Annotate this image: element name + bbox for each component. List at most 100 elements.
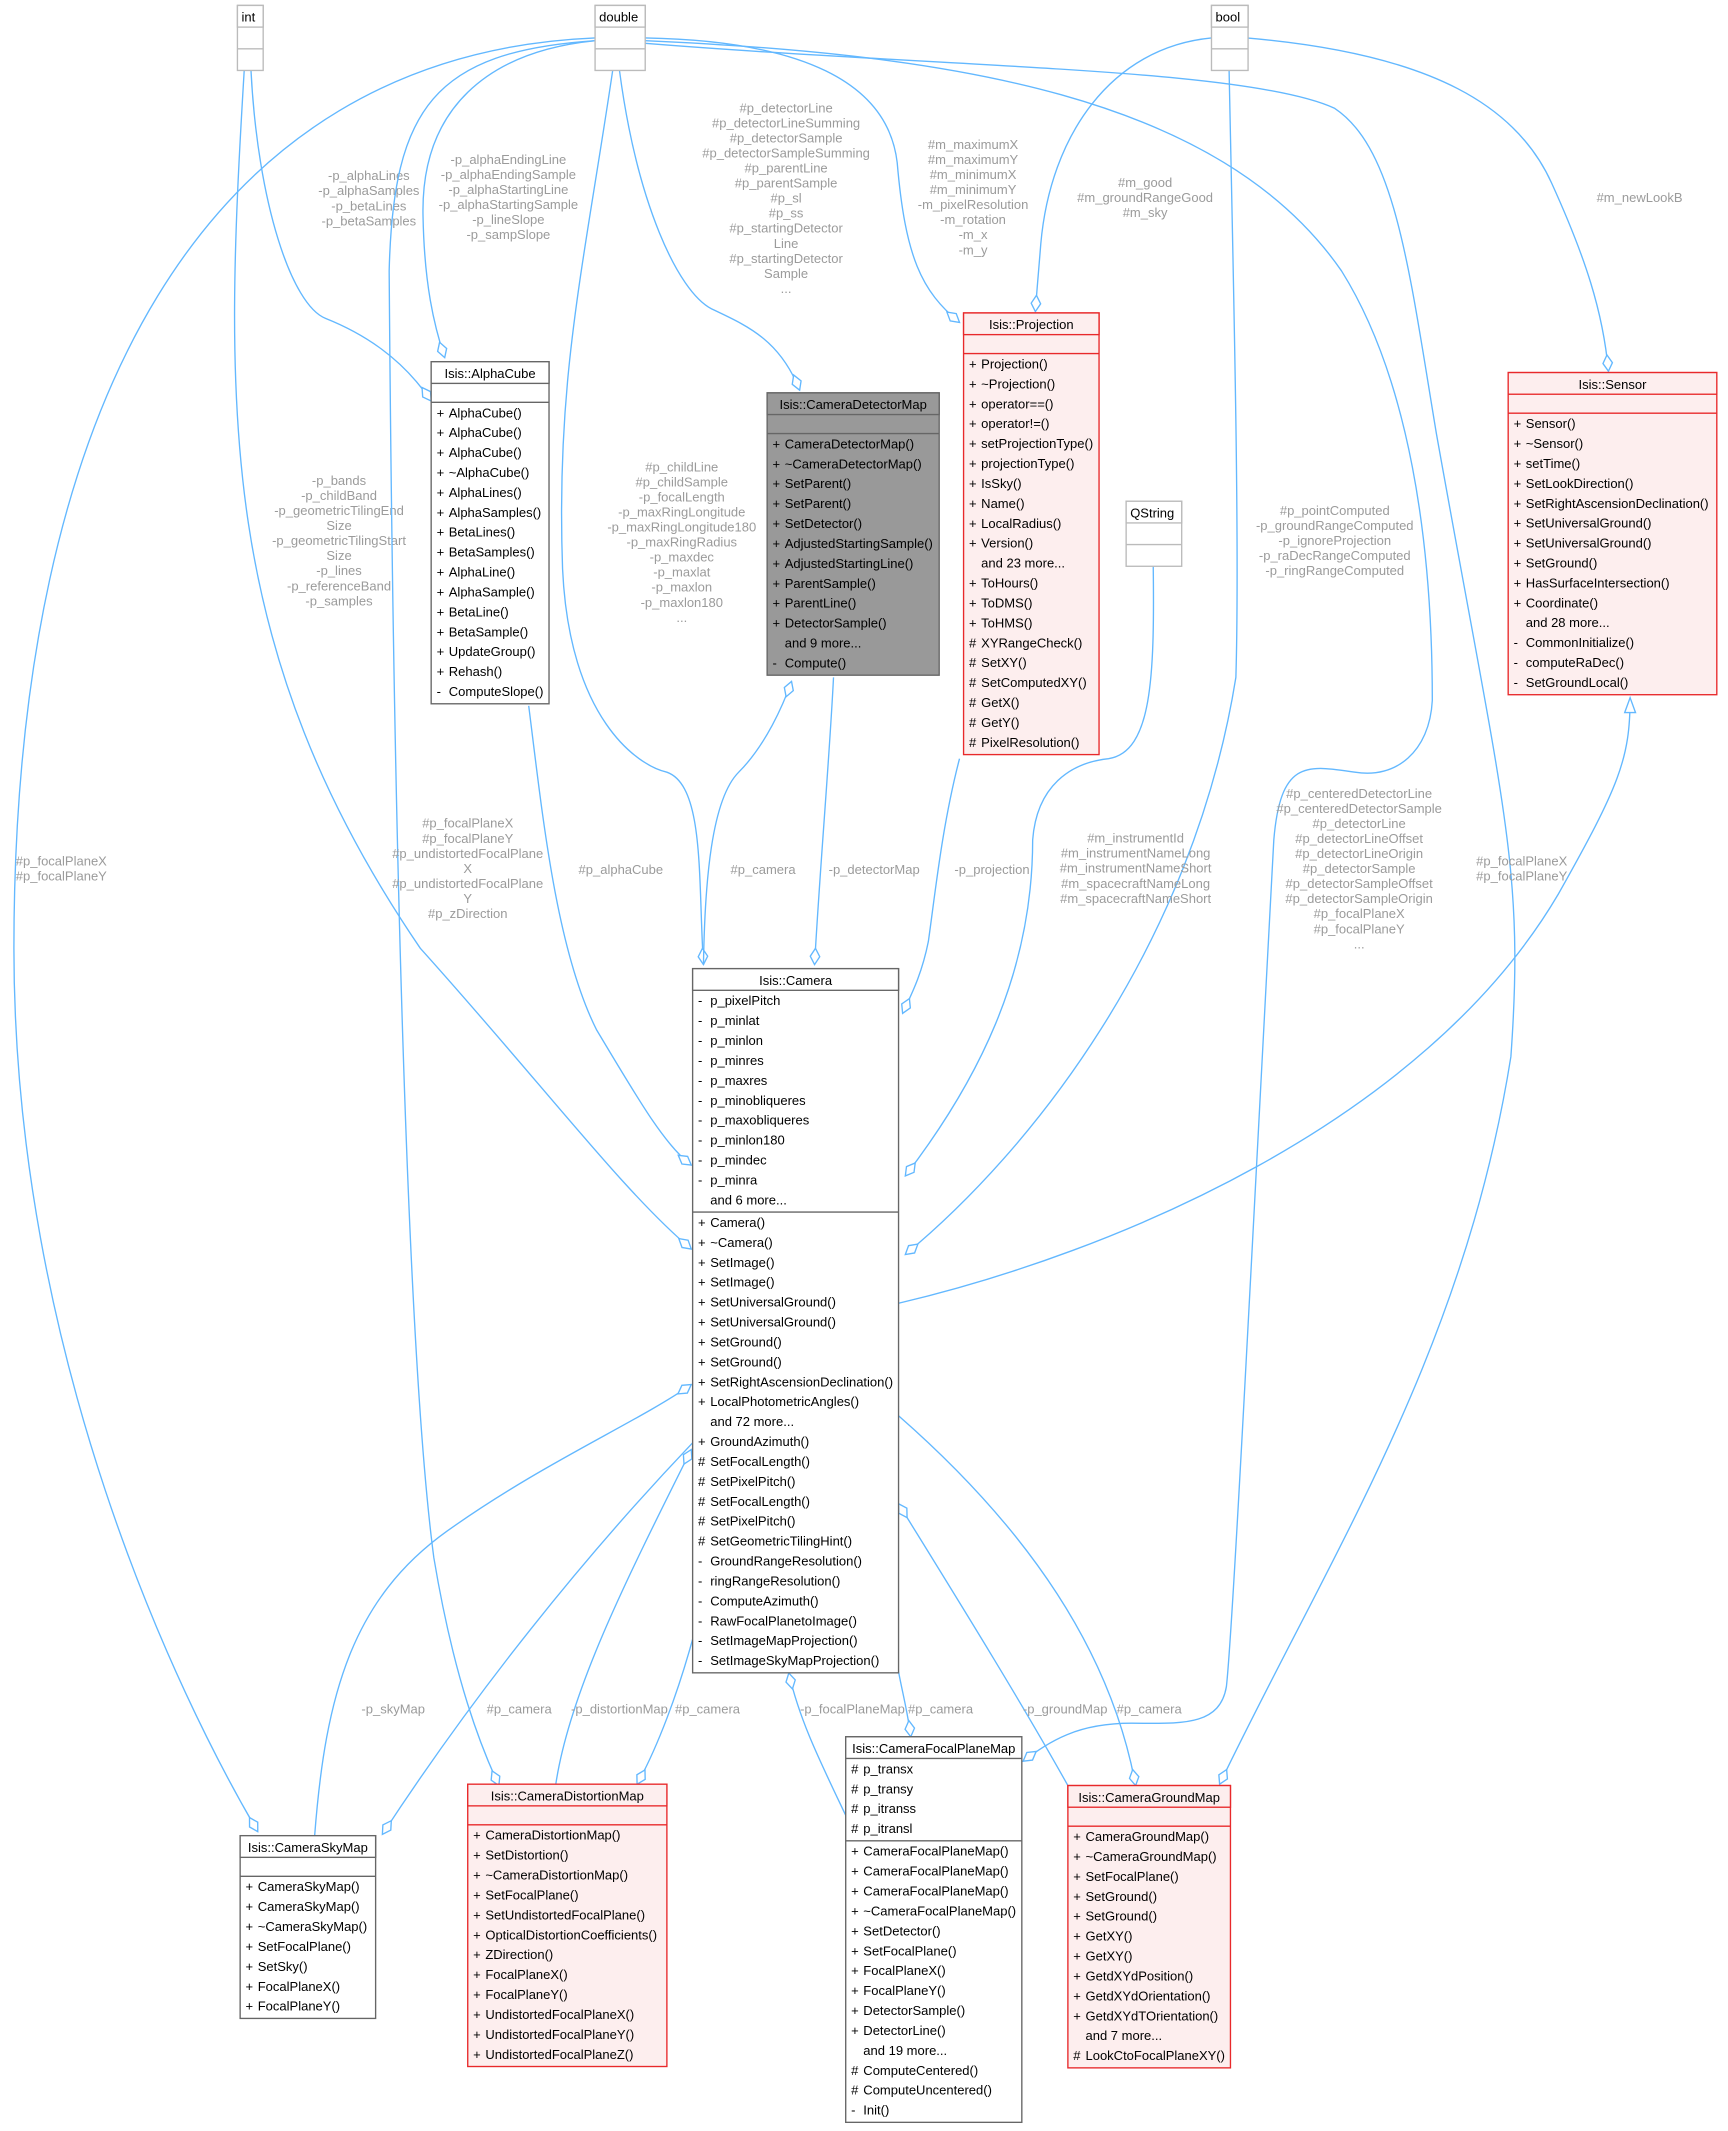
class-method[interactable]: ~CameraDetectorMap(): [785, 456, 922, 471]
class-method[interactable]: SetUniversalGround(): [710, 1295, 836, 1310]
class-method[interactable]: BetaLines(): [449, 525, 515, 540]
class-method[interactable]: ~AlphaCube(): [449, 465, 530, 480]
class-method[interactable]: AdjustedStartingSample(): [785, 536, 933, 551]
class-attribute[interactable]: p_minobliqueres: [710, 1093, 806, 1108]
class-method[interactable]: Coordinate(): [1526, 595, 1598, 610]
class-method[interactable]: Sensor(): [1526, 416, 1576, 431]
class-method[interactable]: GetdXYdTOrientation(): [1085, 2008, 1218, 2023]
class-method[interactable]: SetLookDirection(): [1526, 476, 1634, 491]
class-method[interactable]: SetSky(): [258, 1959, 308, 1974]
class-method[interactable]: CameraFocalPlaneMap(): [863, 1884, 1008, 1899]
class-attribute[interactable]: p_maxres: [710, 1073, 768, 1088]
class-method[interactable]: RawFocalPlanetoImage(): [710, 1613, 857, 1628]
class-method[interactable]: LocalPhotometricAngles(): [710, 1394, 859, 1409]
class-method[interactable]: LookCtoFocalPlaneXY(): [1085, 2048, 1224, 2063]
class-method[interactable]: CameraGroundMap(): [1085, 1829, 1209, 1844]
class-cameraskymap[interactable]: Isis::CameraSkyMap+CameraSkyMap()+Camera…: [239, 1834, 377, 2020]
class-int[interactable]: int: [236, 4, 264, 72]
class-method[interactable]: AdjustedStartingLine(): [785, 556, 914, 571]
class-method[interactable]: SetPixelPitch(): [710, 1474, 795, 1489]
class-method[interactable]: ~CameraDistortionMap(): [485, 1868, 628, 1883]
class-qstring[interactable]: QString: [1125, 500, 1183, 567]
class-method[interactable]: SetFocalPlane(): [258, 1939, 351, 1954]
class-method[interactable]: SetDetector(): [863, 1923, 940, 1938]
class-method[interactable]: SetGround(): [710, 1334, 782, 1349]
class-method[interactable]: SetImage(): [710, 1275, 774, 1290]
class-method[interactable]: SetUniversalGround(): [710, 1315, 836, 1330]
class-method[interactable]: SetFocalLength(): [710, 1454, 810, 1469]
class-cameradistortionmap[interactable]: Isis::CameraDistortionMap+CameraDistorti…: [467, 1783, 668, 2068]
class-method[interactable]: and 7 more...: [1085, 2028, 1162, 2043]
class-method[interactable]: ToDMS(): [981, 595, 1032, 610]
class-method[interactable]: FocalPlaneY(): [258, 1999, 340, 2014]
class-cameragroundmap[interactable]: Isis::CameraGroundMap+CameraGroundMap()+…: [1067, 1784, 1232, 2069]
class-method[interactable]: AlphaCube(): [449, 405, 522, 420]
class-method[interactable]: AlphaLines(): [449, 485, 522, 500]
class-method[interactable]: CommonInitialize(): [1526, 635, 1634, 650]
class-method[interactable]: SetGround(): [1526, 555, 1598, 570]
class-attribute[interactable]: and 6 more...: [710, 1192, 787, 1207]
class-method[interactable]: GetX(): [981, 695, 1019, 710]
class-attribute[interactable]: p_maxobliqueres: [710, 1113, 810, 1128]
class-method[interactable]: SetGroundLocal(): [1526, 675, 1629, 690]
class-method[interactable]: UndistortedFocalPlaneY(): [485, 2027, 634, 2042]
class-method[interactable]: GroundRangeResolution(): [710, 1554, 862, 1569]
class-attribute[interactable]: p_itranss: [863, 1801, 916, 1816]
class-method[interactable]: UndistortedFocalPlaneX(): [485, 2007, 634, 2022]
class-method[interactable]: SetParent(): [785, 476, 851, 491]
class-method[interactable]: projectionType(): [981, 456, 1074, 471]
class-attribute[interactable]: p_minlat: [710, 1013, 760, 1028]
class-method[interactable]: SetRightAscensionDeclination(): [710, 1374, 893, 1389]
class-method[interactable]: SetGround(): [1085, 1889, 1157, 1904]
class-method[interactable]: ParentLine(): [785, 596, 857, 611]
class-method[interactable]: IsSky(): [981, 476, 1021, 491]
class-method[interactable]: operator!=(): [981, 416, 1049, 431]
class-method[interactable]: CameraSkyMap(): [258, 1899, 360, 1914]
class-method[interactable]: SetFocalPlane(): [485, 1887, 578, 1902]
class-method[interactable]: SetParent(): [785, 496, 851, 511]
class-attribute[interactable]: p_minres: [710, 1053, 764, 1068]
class-method[interactable]: SetImageMapProjection(): [710, 1633, 857, 1648]
class-cameradetectormap[interactable]: Isis::CameraDetectorMap+CameraDetectorMa…: [766, 392, 940, 676]
class-method[interactable]: GetY(): [981, 715, 1019, 730]
class-method[interactable]: ComputeAzimuth(): [710, 1593, 818, 1608]
class-method[interactable]: SetRightAscensionDeclination(): [1526, 496, 1709, 511]
class-method[interactable]: and 9 more...: [785, 636, 862, 651]
class-method[interactable]: Init(): [863, 2103, 889, 2118]
class-attribute[interactable]: p_minra: [710, 1172, 758, 1187]
class-method[interactable]: Rehash(): [449, 664, 502, 679]
class-method[interactable]: SetGround(): [1085, 1909, 1157, 1924]
class-method[interactable]: ComputeSlope(): [449, 684, 544, 699]
class-method[interactable]: ringRangeResolution(): [710, 1573, 840, 1588]
class-method[interactable]: setProjectionType(): [981, 436, 1093, 451]
class-method[interactable]: UndistortedFocalPlaneZ(): [485, 2047, 633, 2062]
class-method[interactable]: and 28 more...: [1526, 615, 1610, 630]
class-attribute[interactable]: p_minlon180: [710, 1133, 784, 1148]
class-method[interactable]: and 72 more...: [710, 1414, 794, 1429]
class-method[interactable]: GetdXYdOrientation(): [1085, 1988, 1210, 2003]
class-method[interactable]: PixelResolution(): [981, 735, 1079, 750]
class-method[interactable]: AlphaLine(): [449, 565, 516, 580]
class-method[interactable]: ParentSample(): [785, 576, 876, 591]
class-method[interactable]: Name(): [981, 496, 1024, 511]
class-method[interactable]: CameraSkyMap(): [258, 1879, 360, 1894]
class-method[interactable]: SetXY(): [981, 655, 1027, 670]
class-method[interactable]: DetectorSample(): [863, 2003, 965, 2018]
class-method[interactable]: LocalRadius(): [981, 516, 1061, 531]
class-attribute[interactable]: p_transy: [863, 1781, 913, 1796]
class-method[interactable]: ~Sensor(): [1526, 436, 1583, 451]
class-method[interactable]: ZDirection(): [485, 1947, 553, 1962]
class-method[interactable]: SetDistortion(): [485, 1848, 568, 1863]
class-double[interactable]: double: [594, 4, 646, 72]
class-method[interactable]: SetGround(): [710, 1354, 782, 1369]
class-method[interactable]: GroundAzimuth(): [710, 1434, 809, 1449]
class-method[interactable]: ~CameraFocalPlaneMap(): [863, 1903, 1016, 1918]
class-camera[interactable]: Isis::Camera-p_pixelPitch-p_minlat-p_min…: [691, 967, 900, 1674]
class-method[interactable]: HasSurfaceIntersection(): [1526, 575, 1670, 590]
class-method[interactable]: Camera(): [710, 1215, 765, 1230]
class-method[interactable]: AlphaSample(): [449, 584, 535, 599]
class-attribute[interactable]: p_pixelPitch: [710, 993, 780, 1008]
class-method[interactable]: Compute(): [785, 655, 846, 670]
class-method[interactable]: GetdXYdPosition(): [1085, 1968, 1193, 1983]
class-alphacube[interactable]: Isis::AlphaCube+AlphaCube()+AlphaCube()+…: [430, 361, 550, 705]
